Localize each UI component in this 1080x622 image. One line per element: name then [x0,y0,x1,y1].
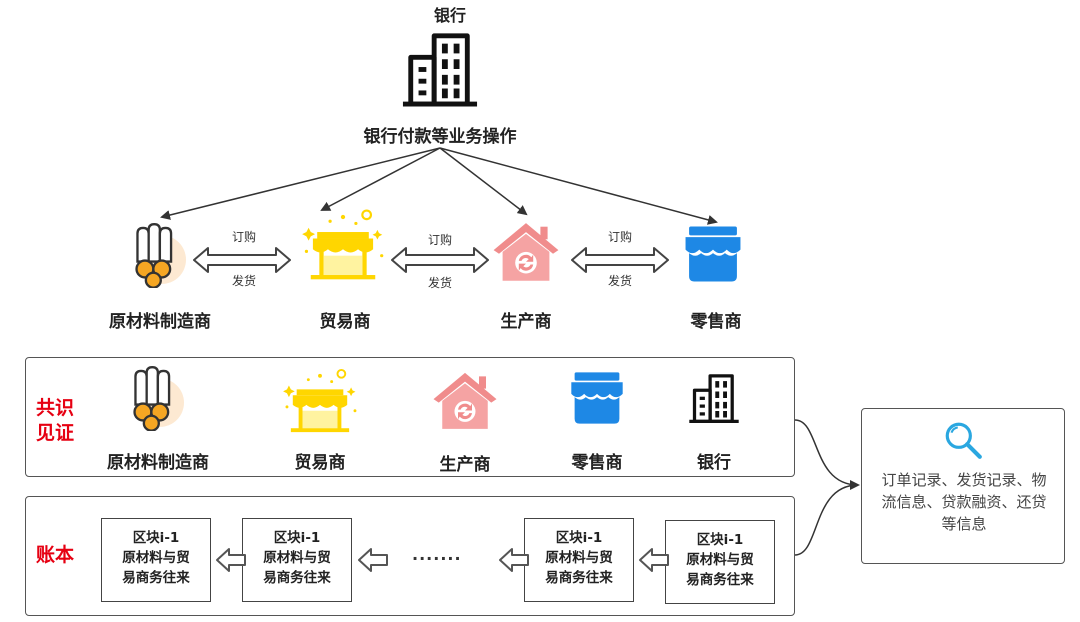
info-text: 订单记录、发货记录、物流信息、贷款融资、还贷等信息 [881,471,1047,533]
bank-title: 银行 [433,6,466,25]
bank-to-participants-arrows [160,147,718,225]
left-arrow-icon [499,548,529,572]
block-line: 原材料与贸 [263,550,331,566]
arrow-to-trader [320,147,441,211]
order-label-2: 订购 [427,233,452,247]
ledger-block-4: 区块i-1 原材料与贸 易商务往来 [665,520,775,604]
consensus-member-retailer: 零售商 [571,453,623,473]
ledger-title: 账本 [36,544,75,566]
consensus-member-producer: 生产商 [439,455,491,475]
participant-producer: 生产商 [500,312,552,332]
participant-retailer: 零售商 [690,312,742,332]
info-box: 订单记录、发货记录、物流信息、贷款融资、还贷等信息 [861,408,1065,564]
ledger-block-2: 区块i-1 原材料与贸 易商务往来 [242,518,352,602]
consensus-title-line1: 共识 [36,397,75,419]
ship-label-2: 发货 [427,276,452,290]
double-arrow-3 [571,247,669,273]
connector-consensus [794,419,860,490]
left-arrow-icon [216,548,246,572]
block-title: 区块i-1 [555,530,603,546]
consensus-member-trader: 贸易商 [294,453,346,473]
consensus-member-bank: 银行 [697,453,731,473]
block-line: 易商务往来 [263,570,331,586]
participant-trader: 贸易商 [319,312,371,332]
block-line: 易商务往来 [545,570,613,586]
block-line: 原材料与贸 [122,550,190,566]
block-title: 区块i-1 [273,530,321,546]
block-line: 易商务往来 [122,570,190,586]
bank-operation-label: 银行付款等业务操作 [363,127,517,147]
connector-ledger [794,484,859,556]
order-label-3: 订购 [607,230,632,244]
ship-label-3: 发货 [607,274,632,288]
ledger-ellipsis: ······· [412,549,462,568]
order-label-1: 订购 [231,230,256,244]
block-line: 原材料与贸 [545,550,613,566]
left-arrow-icon [358,548,388,572]
participant-raw-materials: 原材料制造商 [109,312,211,332]
block-line: 易商务往来 [686,572,754,588]
ledger-block-3: 区块i-1 原材料与贸 易商务往来 [524,518,634,602]
arrow-to-producer [439,147,528,216]
arrow-to-retailer [439,147,718,225]
double-arrows [193,247,669,273]
block-title: 区块i-1 [696,532,744,548]
double-arrow-1 [193,247,291,273]
consensus-member-raw-materials: 原材料制造商 [107,453,209,473]
block-line: 原材料与贸 [686,552,754,568]
left-arrow-icon [639,548,669,572]
ledger-block-1: 区块i-1 原材料与贸 易商务往来 [101,518,211,602]
consensus-title-line2: 见证 [36,422,75,444]
search-icon [942,419,984,461]
arrow-to-raw-materials [160,147,441,220]
double-arrow-2 [391,247,489,273]
block-title: 区块i-1 [132,530,180,546]
ship-label-1: 发货 [231,274,256,288]
